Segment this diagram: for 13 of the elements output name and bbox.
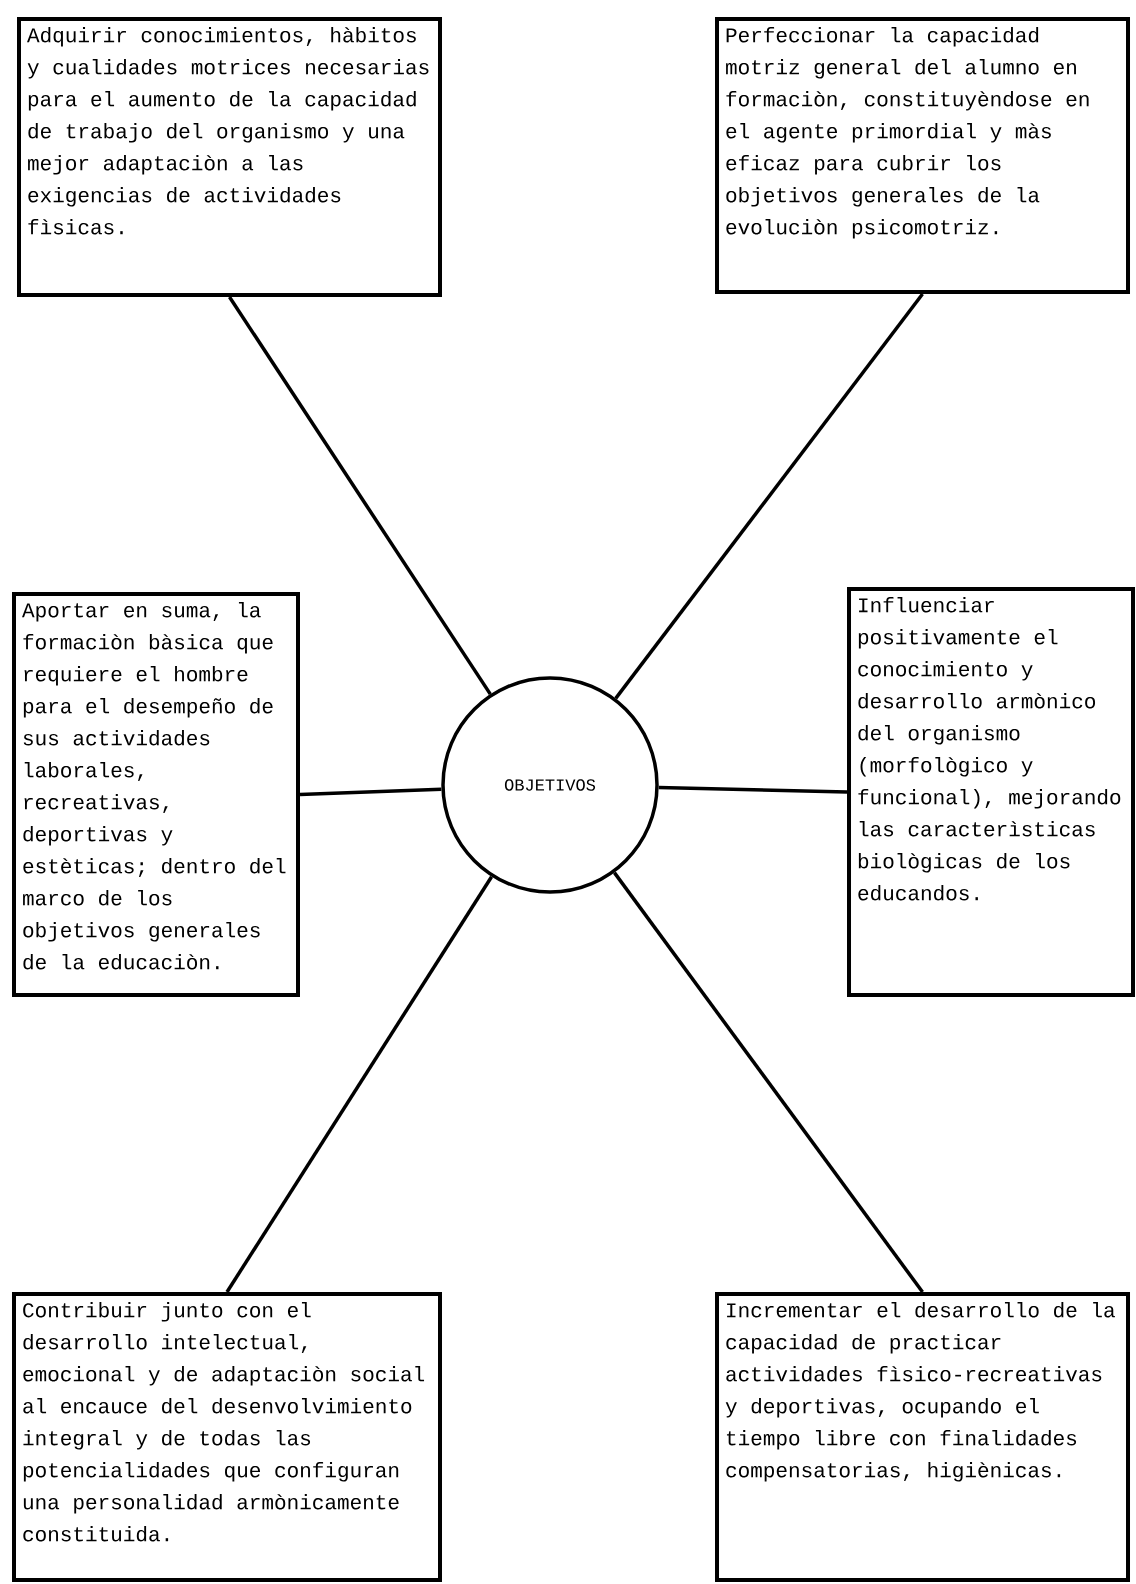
text-box: Adquirir conocimientos, hàbitos y cualidades motrices necesarias para el aumento de la capacidad de trabajo del organismo y una mejor adaptaciòn a las exigencias de actividades fìsicas. — [17, 17, 442, 297]
text-box: Contribuir junto con el desarrollo intelectual, emocional y de adaptaciòn social al encauce del desenvolvimiento integral y de todas las potencialidades que configuran una personalidad armònicamente constituida. — [12, 1292, 442, 1582]
connector-line — [614, 292, 924, 700]
text-box: Aportar en suma, la formaciòn bàsica que requiere el hombre para el desempeño de sus actividades laborales, recreativas, deportivas y estèticas; dentro del marco de los objetivos generales de la educaciòn. — [12, 592, 300, 997]
connector-line — [299, 787, 442, 797]
connector-line — [612, 871, 924, 1294]
text-box: Influenciar positivamente el conocimiento y desarrollo armònico del organismo (morfològico y funcional), mejorando las caracterìsticas biològicas de los educandos. — [847, 587, 1135, 997]
connector-line — [658, 785, 848, 794]
connector-line — [228, 296, 492, 696]
text-box: Incrementar el desarrollo de la capacidad de practicar actividades fìsico-recreativas y deportivas, ocupando el tiempo libre con finalidades compensatorias, higiènicas. — [715, 1292, 1130, 1582]
connector-line — [225, 875, 494, 1293]
text-box: Perfeccionar la capacidad motriz general del alumno en formaciòn, constituyèndose en el agente primordial y màs eficaz para cubrir los objetivos generales de la evoluciòn psicomotriz. — [715, 17, 1130, 294]
circle-node: OBJETIVOS — [441, 676, 659, 894]
